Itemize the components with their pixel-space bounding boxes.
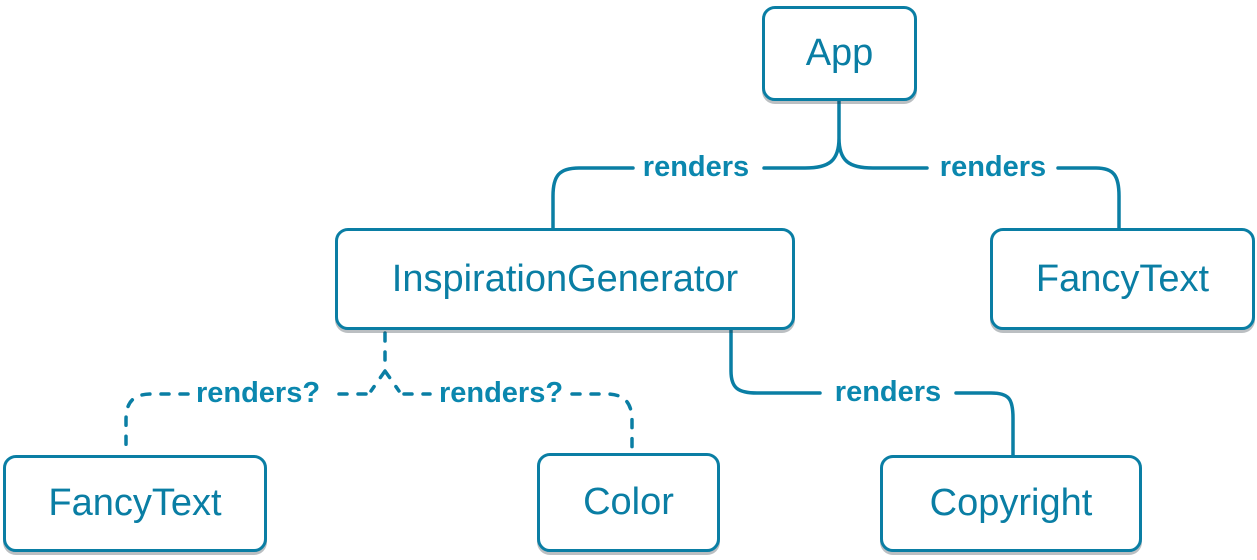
node-fancy-text-top: FancyText bbox=[990, 228, 1255, 330]
edge-inspiration-generator-to-color-line-right bbox=[570, 392, 634, 452]
edge-inspiration-generator-fork-line bbox=[369, 331, 401, 393]
node-fancy-text-bottom: FancyText bbox=[3, 455, 267, 552]
edge-inspiration-generator-to-copyright-line-left bbox=[729, 328, 822, 395]
edge-label-app-renders-inspiration-generator: renders bbox=[642, 150, 750, 183]
edge-label-inspiration-generator-renders-copyright: renders bbox=[834, 375, 942, 408]
edge-app-to-fancy-text-line bbox=[1056, 166, 1121, 230]
solid-edges bbox=[551, 99, 1121, 457]
node-copyright: Copyright bbox=[880, 455, 1142, 552]
edge-app-fork-line bbox=[762, 99, 929, 170]
edge-label-inspiration-generator-renders-fancy-text: renders? bbox=[195, 376, 321, 409]
edge-app-to-inspiration-generator-line bbox=[551, 166, 635, 230]
node-app: App bbox=[762, 6, 917, 101]
dashed-edges bbox=[124, 331, 634, 454]
node-color: Color bbox=[537, 453, 720, 552]
edge-label-app-renders-fancy-text: renders bbox=[939, 150, 1047, 183]
edge-label-inspiration-generator-renders-color: renders? bbox=[438, 376, 564, 409]
edge-inspiration-generator-to-fancy-text-line-left bbox=[124, 392, 190, 454]
edge-inspiration-generator-to-copyright-line-right bbox=[954, 391, 1015, 457]
node-inspiration-generator: InspirationGenerator bbox=[335, 228, 795, 330]
